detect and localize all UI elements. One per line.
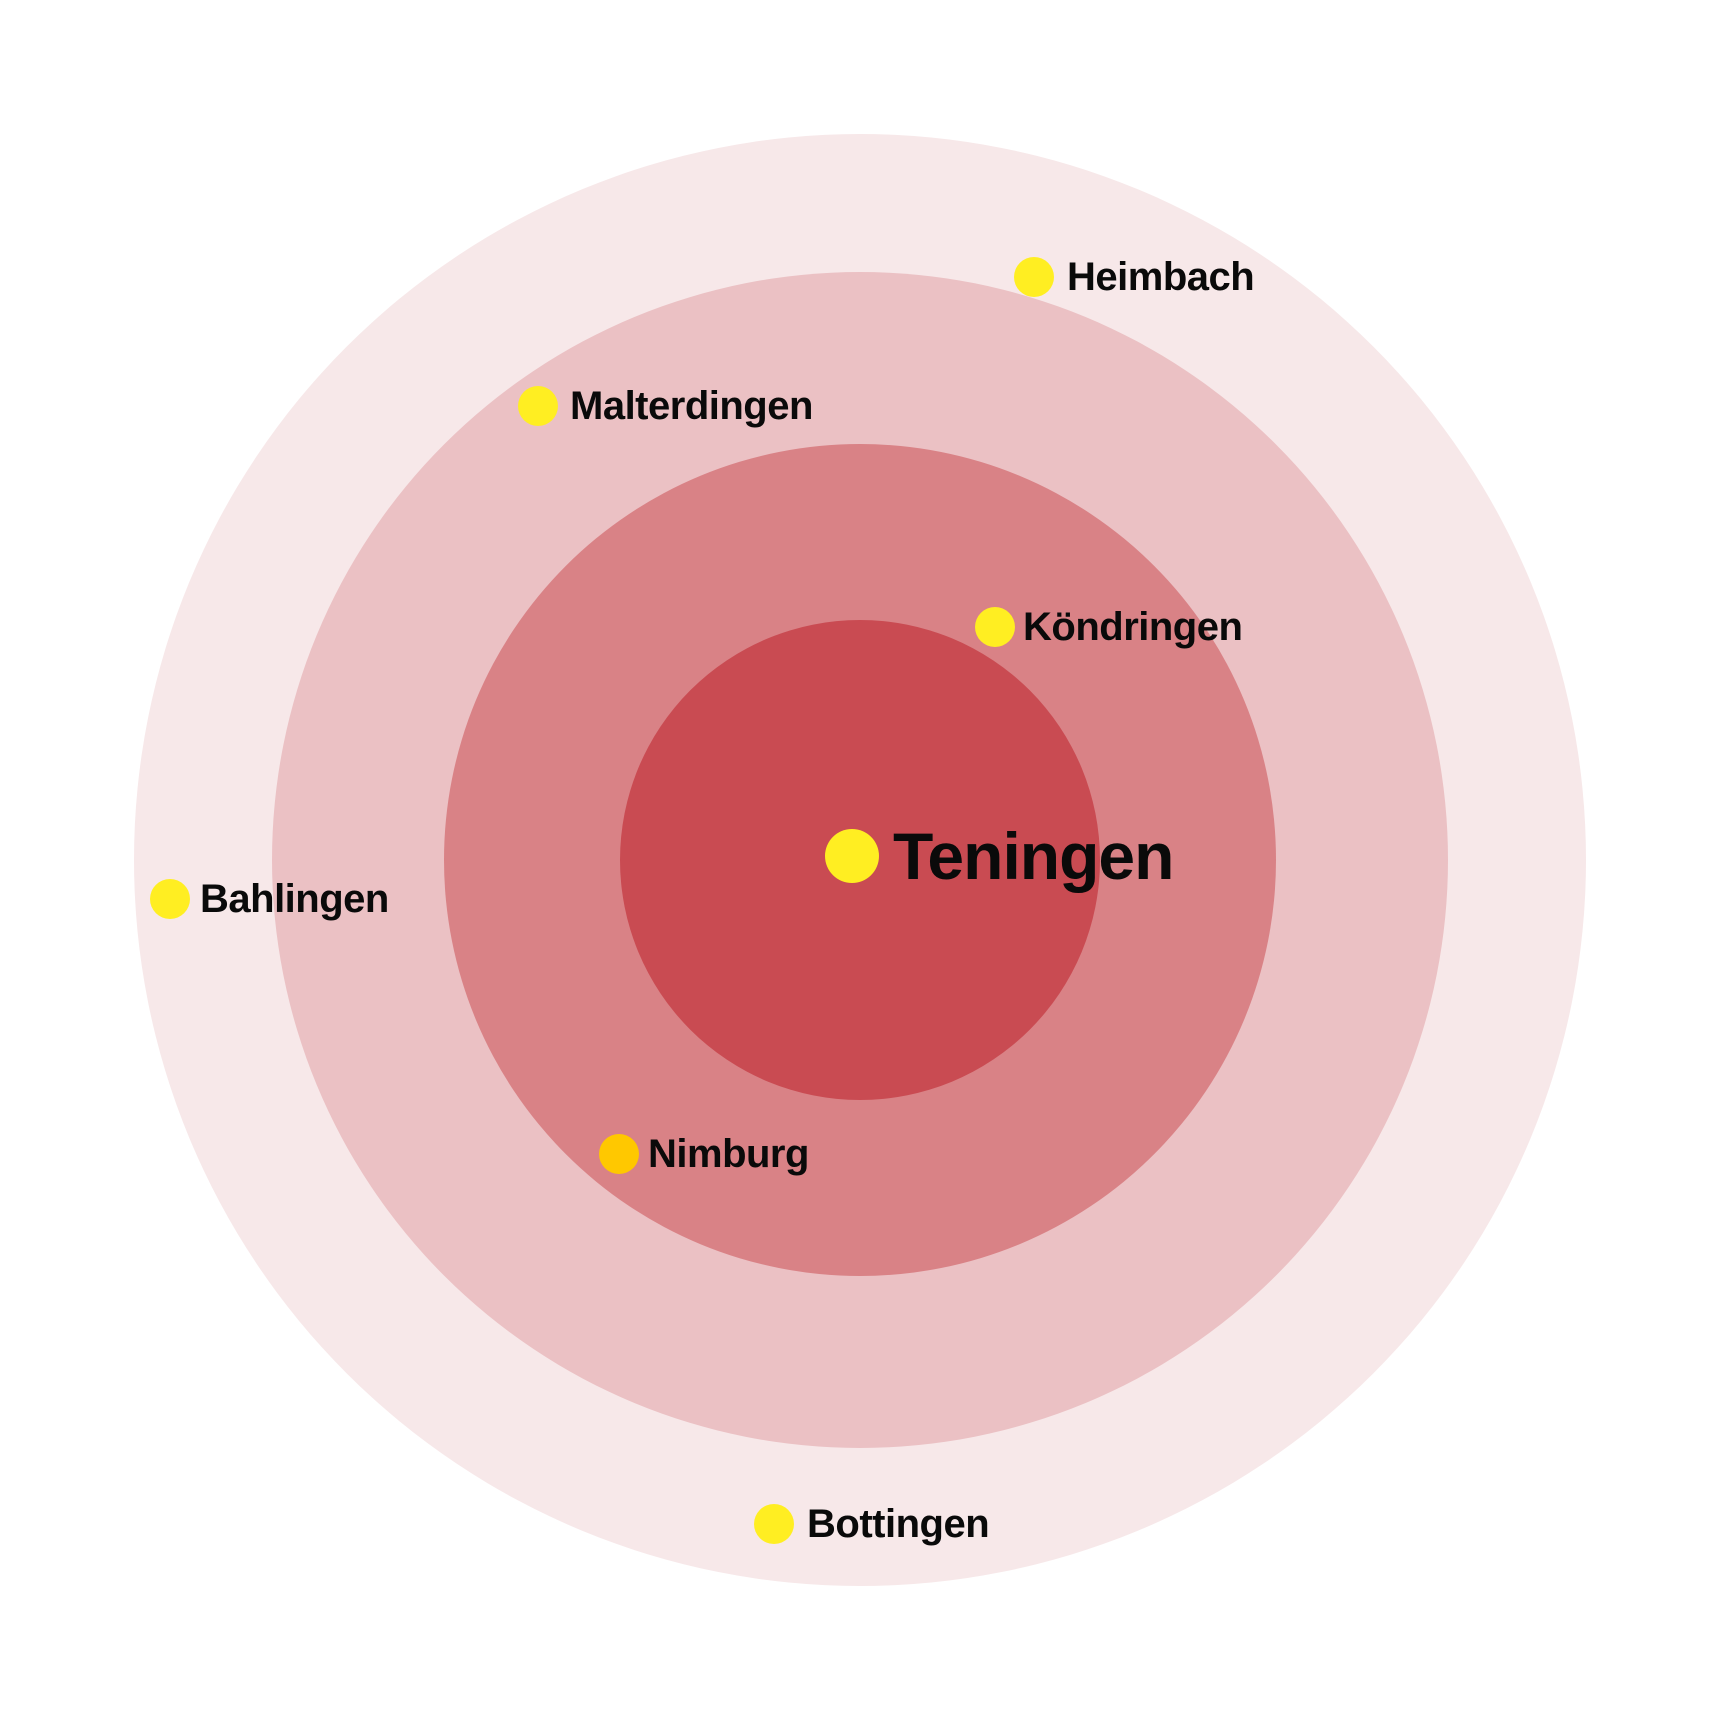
location-dot-icon bbox=[975, 607, 1015, 647]
location-dot-icon bbox=[518, 386, 558, 426]
location-dot-icon bbox=[150, 879, 190, 919]
place-label: Malterdingen bbox=[570, 384, 813, 428]
place-label: Bottingen bbox=[807, 1502, 990, 1546]
place-label: Nimburg bbox=[648, 1132, 809, 1176]
place-bahlingen: Bahlingen bbox=[150, 875, 389, 923]
place-label: Köndringen bbox=[1023, 605, 1243, 649]
place-label: Bahlingen bbox=[200, 877, 389, 921]
location-dot-icon bbox=[1014, 257, 1054, 297]
place-teningen: Teningen bbox=[825, 816, 1174, 895]
place-label: Heimbach bbox=[1067, 255, 1255, 299]
location-dot-icon bbox=[599, 1134, 639, 1174]
location-dot-icon bbox=[825, 828, 879, 883]
place-nimburg: Nimburg bbox=[599, 1130, 809, 1178]
place-koendringen: Köndringen bbox=[975, 603, 1243, 651]
location-dot-icon bbox=[754, 1504, 794, 1544]
place-bottingen: Bottingen bbox=[754, 1500, 990, 1548]
place-malterdingen: Malterdingen bbox=[518, 382, 813, 430]
place-label: Teningen bbox=[893, 818, 1174, 893]
place-heimbach: Heimbach bbox=[1014, 253, 1255, 301]
